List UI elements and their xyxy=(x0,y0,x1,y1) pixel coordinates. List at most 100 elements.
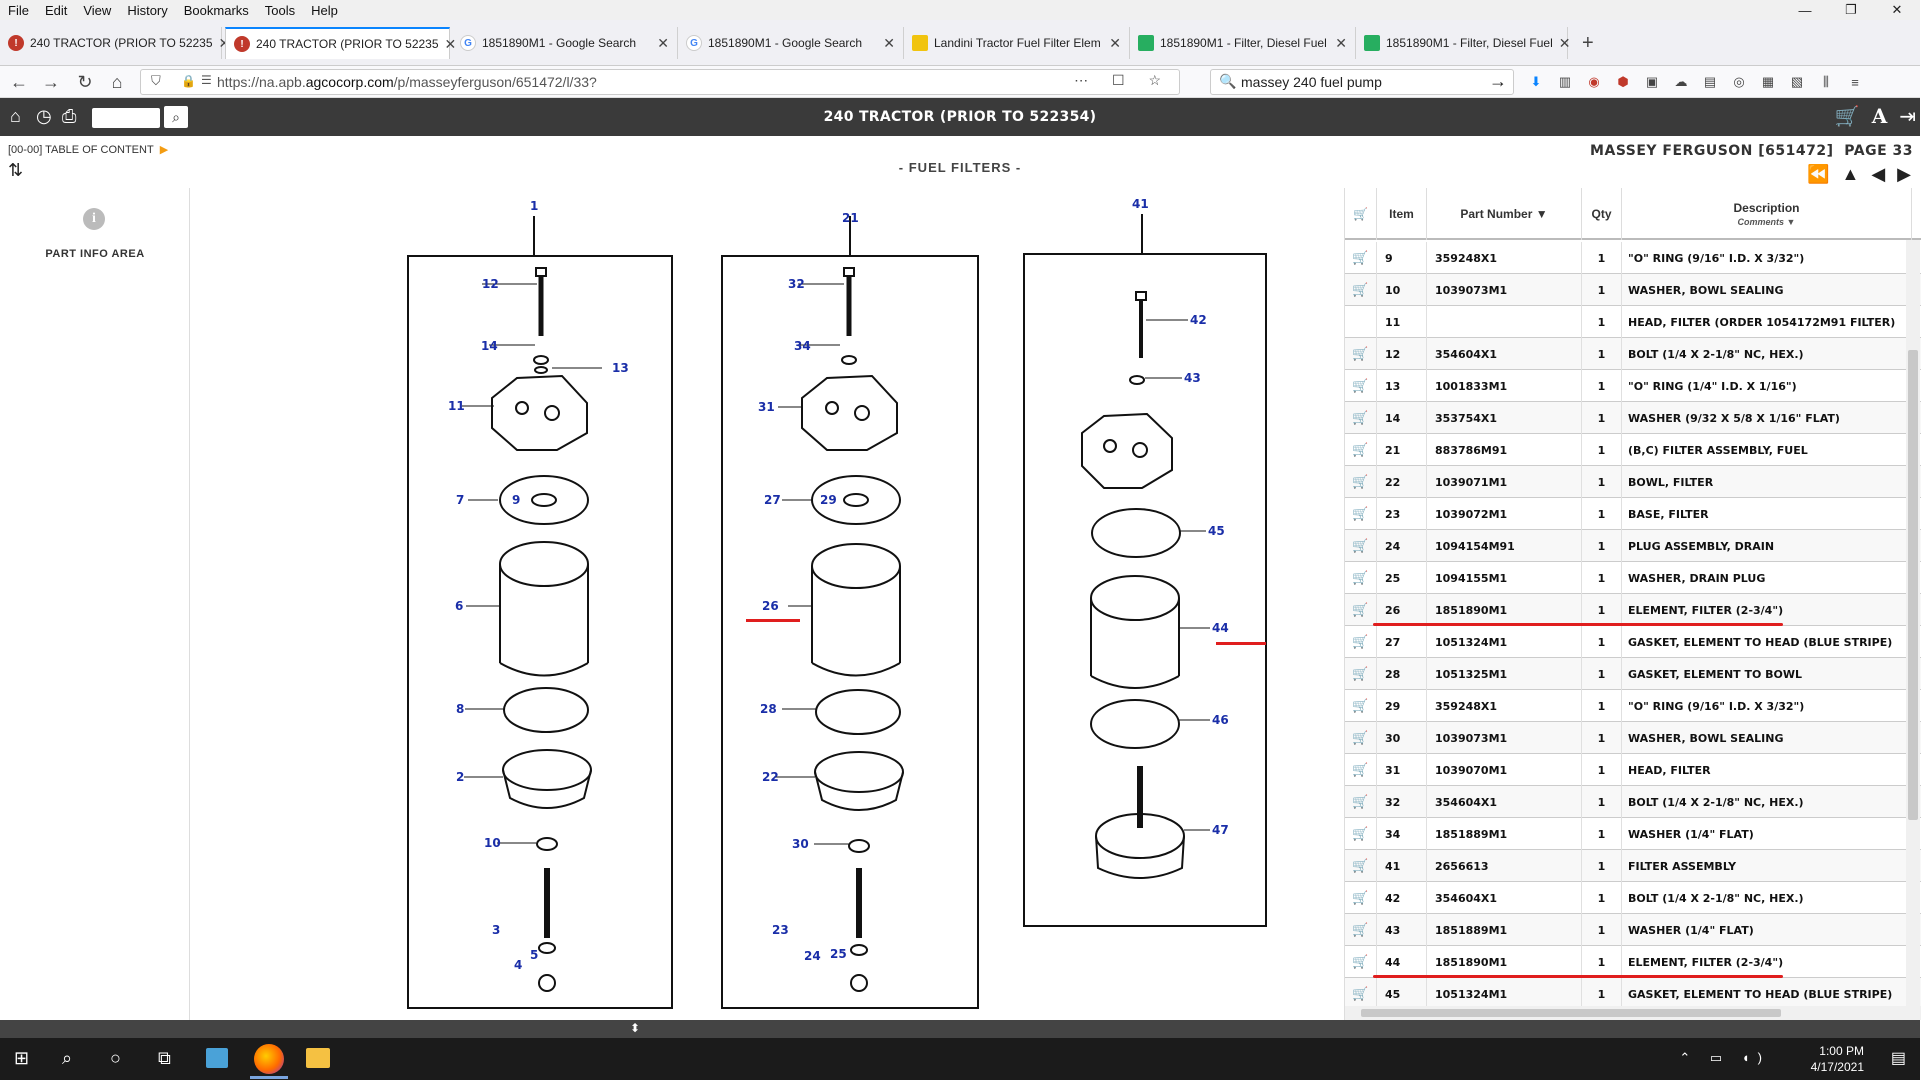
print-icon[interactable]: ⎙ xyxy=(62,106,77,126)
up-icon[interactable]: ▲ xyxy=(1841,164,1860,184)
extension-icon[interactable]: ▤ xyxy=(1703,74,1717,89)
add-to-cart-icon[interactable]: 🛒 xyxy=(1345,754,1377,786)
tab-3[interactable]: G 1851890M1 - Google Search ✕ xyxy=(452,27,678,59)
add-to-cart-icon[interactable]: 🛒 xyxy=(1345,434,1377,466)
close-window-button[interactable]: ✕ xyxy=(1891,2,1903,17)
app-search-input[interactable] xyxy=(92,108,160,128)
extension-icon[interactable]: ☁ xyxy=(1674,74,1688,89)
menu-file[interactable]: File xyxy=(8,2,29,18)
callout[interactable]: 4 xyxy=(514,958,522,972)
callout[interactable]: 41 xyxy=(1132,197,1149,211)
close-icon[interactable]: ✕ xyxy=(1109,34,1121,51)
minimize-button[interactable]: — xyxy=(1798,2,1812,18)
col-part-number[interactable]: Part Number ▼ xyxy=(1427,188,1582,240)
exploded-diagram[interactable]: 1 12 14 13 11 7 9 6 8 2 10 3 5 4 21 32 3… xyxy=(192,188,1342,1020)
tab-4[interactable]: G 1851890M1 - Google Search ✕ xyxy=(678,27,904,59)
tab-2-active[interactable]: ! 240 TRACTOR (PRIOR TO 52235 ✕ xyxy=(225,27,456,59)
cart-column-icon[interactable]: 🛒 xyxy=(1345,188,1377,240)
close-icon[interactable]: ✕ xyxy=(219,35,231,52)
add-to-cart-icon[interactable]: 🛒 xyxy=(1345,370,1377,402)
close-icon[interactable]: ✕ xyxy=(883,34,895,51)
page-actions-icon[interactable]: ⋯ ☐ ☆ xyxy=(1074,72,1171,88)
resize-handle-icon[interactable]: ⬍ xyxy=(630,1021,641,1035)
callout[interactable]: 30 xyxy=(792,837,809,851)
add-to-cart-icon[interactable]: 🛒 xyxy=(1345,242,1377,274)
callout[interactable]: 22 xyxy=(762,770,779,784)
vertical-scrollbar[interactable] xyxy=(1906,240,1920,1018)
next-page-icon[interactable]: ▶ xyxy=(1897,164,1911,184)
sort-icon[interactable]: ⇅ xyxy=(8,160,24,180)
reload-icon[interactable]: ↻ xyxy=(77,71,93,92)
add-to-cart-icon[interactable]: 🛒 xyxy=(1345,850,1377,882)
first-page-icon[interactable]: ⏪ xyxy=(1807,164,1830,184)
search-icon[interactable]: ⌕ xyxy=(62,1048,73,1068)
add-to-cart-icon[interactable]: 🛒 xyxy=(1345,498,1377,530)
add-to-cart-icon[interactable]: 🛒 xyxy=(1345,786,1377,818)
menu-history[interactable]: History xyxy=(127,2,168,18)
horizontal-scrollbar[interactable] xyxy=(1345,1006,1921,1020)
close-icon[interactable]: ✕ xyxy=(657,34,669,51)
prev-page-icon[interactable]: ◀ xyxy=(1871,164,1886,184)
add-to-cart-icon[interactable]: 🛒 xyxy=(1345,658,1377,690)
callout[interactable]: 2 xyxy=(456,770,464,784)
tab-5[interactable]: Landini Tractor Fuel Filter Elem ✕ xyxy=(904,27,1130,59)
extension-icon[interactable]: ◉ xyxy=(1588,74,1600,89)
callout[interactable]: 10 xyxy=(484,836,501,850)
add-to-cart-icon[interactable]: 🛒 xyxy=(1345,722,1377,754)
windows-start-icon[interactable]: ⊞ xyxy=(14,1048,30,1068)
task-view-icon[interactable]: ⧉ xyxy=(158,1048,171,1068)
callout[interactable]: 27 xyxy=(764,493,781,507)
extension-icon[interactable]: ⫼ xyxy=(1823,74,1829,89)
callout[interactable]: 8 xyxy=(456,702,464,716)
search-go-icon[interactable]: → xyxy=(1489,71,1507,91)
add-to-cart-icon[interactable]: 🛒 xyxy=(1345,946,1377,978)
lock-icon[interactable]: 🔒 xyxy=(181,74,196,88)
tab-6[interactable]: 1851890M1 - Filter, Diesel Fuel ✕ xyxy=(1130,27,1356,59)
add-to-cart-icon[interactable]: 🛒 xyxy=(1345,562,1377,594)
callout[interactable]: 28 xyxy=(760,702,777,716)
firefox-icon[interactable] xyxy=(254,1044,284,1074)
add-to-cart-icon[interactable]: 🛒 xyxy=(1345,818,1377,850)
font-size-icon[interactable]: A xyxy=(1871,104,1888,128)
url-bar[interactable]: ⛉ 🔒 ☰ https://na.apb.agcocorp.com/p/mass… xyxy=(140,69,1180,95)
callout[interactable]: 32 xyxy=(788,277,805,291)
account-icon[interactable]: ◎ xyxy=(1733,74,1745,89)
back-icon[interactable]: ← xyxy=(10,71,28,92)
callout[interactable]: 34 xyxy=(794,339,811,353)
callout[interactable]: 29 xyxy=(820,493,837,507)
shield-icon[interactable]: ⛉ xyxy=(151,73,161,88)
cortana-icon[interactable]: ○ xyxy=(110,1048,121,1068)
logout-icon[interactable]: ⇥ xyxy=(1899,106,1916,128)
menu-bookmarks[interactable]: Bookmarks xyxy=(183,2,249,18)
add-to-cart-icon[interactable]: 🛒 xyxy=(1345,914,1377,946)
callout[interactable]: 12 xyxy=(482,277,499,291)
callout[interactable]: 1 xyxy=(530,199,538,213)
callout[interactable]: 25 xyxy=(830,947,847,961)
callout[interactable]: 31 xyxy=(758,400,775,414)
callout[interactable]: 24 xyxy=(804,949,821,963)
add-to-cart-icon[interactable]: 🛒 xyxy=(1345,274,1377,306)
library-icon[interactable]: ▥ xyxy=(1558,74,1572,89)
close-icon[interactable]: ✕ xyxy=(444,35,457,52)
callout[interactable]: 9 xyxy=(512,493,520,507)
add-to-cart-icon[interactable]: 🛒 xyxy=(1345,466,1377,498)
close-icon[interactable]: ✕ xyxy=(1335,34,1347,51)
add-to-cart-icon[interactable]: 🛒 xyxy=(1345,530,1377,562)
callout[interactable]: 26 xyxy=(762,599,779,613)
